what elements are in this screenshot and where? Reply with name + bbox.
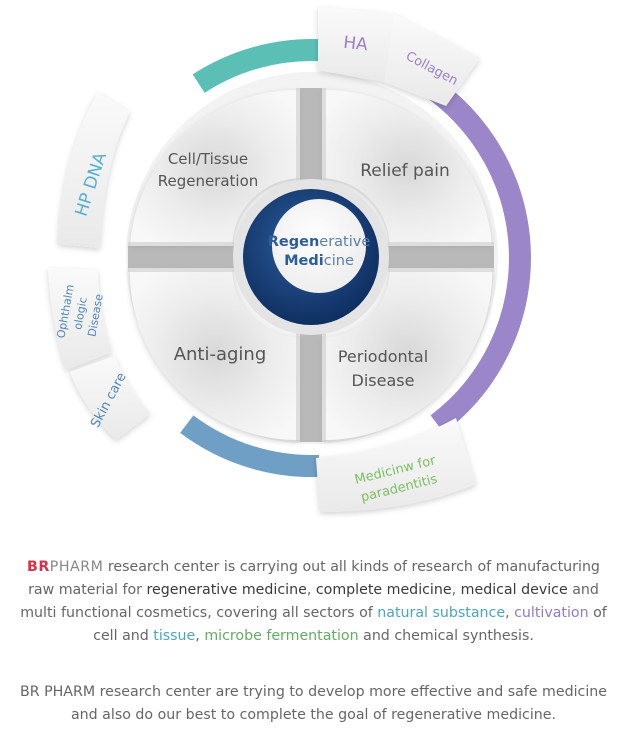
- goal-line-2: and also do our best to complete the goa…: [70, 707, 556, 723]
- quadrant-label-periodontal-2: Disease: [352, 371, 415, 390]
- tab-skincare-box: [70, 356, 150, 440]
- tab-hpdna-box: [58, 92, 130, 248]
- quadrant-label-relief-pain: Relief pain: [360, 161, 450, 181]
- quadrant-label-cell-tissue-2: Regeneration: [158, 172, 259, 190]
- brand-logo: BRPHARM: [27, 559, 104, 575]
- goal-line-1: BR PHARM research center are trying to d…: [19, 684, 608, 700]
- tab-ophthalmologic-box: [48, 268, 112, 370]
- quadrant-top-left: [130, 89, 300, 246]
- blue-ring-arc: [180, 415, 320, 477]
- quadrant-bottom-right: [322, 268, 493, 441]
- purple-ring-arc: [401, 62, 531, 433]
- tab-ha-box: [318, 7, 394, 82]
- goal-paragraph: BR PHARM research center are trying to d…: [0, 681, 627, 727]
- regenerative-medicine-diagram: Regenerative Medicine Cell/Tissue Regene…: [48, 7, 531, 512]
- tab-ha-label: HA: [342, 33, 369, 55]
- quadrant-label-anti-aging: Anti-aging: [174, 344, 267, 365]
- center-white-disc: [272, 199, 366, 293]
- diagram-svg: Regenerative Medicine Cell/Tissue Regene…: [48, 7, 531, 512]
- quadrant-bottom-left: [129, 268, 300, 441]
- intro-paragraph: BRPHARM research center is carrying out …: [20, 559, 607, 644]
- center-line2: Medicine: [284, 253, 354, 269]
- tab-ophthalmologic-label-2: ologic: [71, 296, 89, 330]
- teal-ring-arc: [192, 39, 320, 93]
- quadrant-label-cell-tissue-1: Cell/Tissue: [168, 150, 248, 168]
- center-line1: Regenerative: [268, 234, 371, 250]
- tab-collagen-box: [384, 14, 480, 106]
- quadrant-top-right: [322, 89, 492, 246]
- tab-paradentitis-box: [316, 418, 476, 512]
- quadrant-label-periodontal-1: Periodontal: [338, 347, 428, 366]
